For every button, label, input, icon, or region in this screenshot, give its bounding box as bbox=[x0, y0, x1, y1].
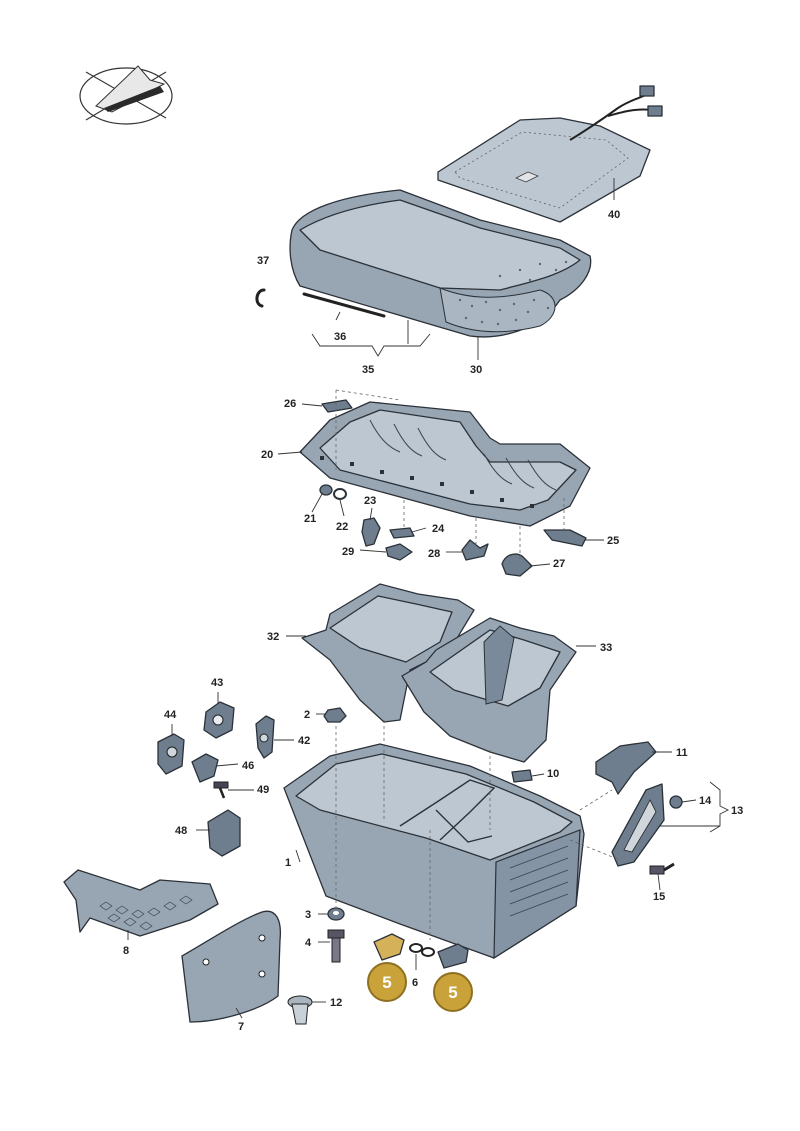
label-3: 3 bbox=[305, 909, 311, 921]
part-36-wire-rod bbox=[302, 292, 386, 318]
label-48: 48 bbox=[175, 825, 187, 837]
part-21-washer bbox=[319, 484, 333, 496]
part-3-washer bbox=[327, 907, 345, 921]
part-10-pad bbox=[511, 769, 533, 783]
label-32: 32 bbox=[267, 631, 279, 643]
label-27: 27 bbox=[553, 558, 565, 570]
label-28: 28 bbox=[428, 548, 440, 560]
label-6: 6 bbox=[412, 977, 418, 989]
label-30: 30 bbox=[470, 364, 482, 376]
part-25-bracket bbox=[543, 529, 587, 547]
label-29: 29 bbox=[342, 546, 354, 558]
label-21: 21 bbox=[304, 513, 316, 525]
label-14: 14 bbox=[699, 795, 712, 807]
part-22-washer bbox=[333, 488, 347, 500]
part-26-label-plate bbox=[321, 399, 353, 413]
compass-arrow-icon bbox=[79, 65, 173, 125]
label-49: 49 bbox=[257, 784, 269, 796]
part-7-cover-panel bbox=[181, 910, 282, 1023]
label-11: 11 bbox=[676, 747, 688, 759]
label-13: 13 bbox=[731, 805, 743, 817]
part-42-latch bbox=[255, 715, 275, 759]
part-12-expansion-rivet bbox=[287, 995, 313, 1025]
part-46-actuator bbox=[191, 753, 219, 783]
label-22: 22 bbox=[336, 521, 348, 533]
label-8: 8 bbox=[123, 945, 129, 957]
part-23-clip bbox=[361, 517, 381, 547]
part-labels: 40 37 36 35 30 26 20 21 22 23 24 25 29 2… bbox=[123, 209, 743, 1033]
part-37-clip bbox=[255, 288, 266, 308]
callout-5-left[interactable]: 5 bbox=[367, 962, 407, 1002]
part-27-clamp bbox=[501, 553, 533, 577]
part-11-bracket bbox=[595, 741, 657, 795]
leader-lines bbox=[127, 178, 730, 1019]
part-5-clip-a bbox=[373, 933, 405, 961]
label-12: 12 bbox=[330, 997, 342, 1009]
callout-5-right-text: 5 bbox=[448, 983, 457, 1002]
part-14-nut bbox=[669, 795, 683, 809]
part-33-tray-right bbox=[401, 617, 577, 763]
label-23: 23 bbox=[364, 495, 376, 507]
label-1: 1 bbox=[285, 857, 291, 869]
label-35: 35 bbox=[362, 364, 374, 376]
part-1-storage-box bbox=[283, 743, 585, 960]
label-4: 4 bbox=[305, 937, 312, 949]
part-2-nut bbox=[323, 707, 347, 723]
label-25: 25 bbox=[607, 535, 619, 547]
part-15-screw bbox=[649, 862, 675, 875]
part-40-seat-mat bbox=[437, 85, 663, 223]
part-49-screw bbox=[213, 781, 229, 799]
label-44: 44 bbox=[164, 709, 177, 721]
label-43: 43 bbox=[211, 677, 223, 689]
label-24: 24 bbox=[432, 523, 445, 535]
part-32-tray-left bbox=[301, 583, 475, 723]
part-43-housing bbox=[203, 701, 235, 739]
part-8-heat-shield bbox=[63, 869, 219, 937]
label-20: 20 bbox=[261, 449, 273, 461]
part-20-seat-frame bbox=[299, 401, 591, 527]
label-33: 33 bbox=[600, 642, 612, 654]
part-29-bracket bbox=[385, 543, 413, 561]
label-2: 2 bbox=[304, 709, 310, 721]
callout-5-right[interactable]: 5 bbox=[433, 972, 473, 1012]
part-4-bolt bbox=[327, 929, 345, 963]
assembly-guide-lines bbox=[335, 389, 621, 940]
part-6-clip bbox=[409, 943, 435, 957]
label-37: 37 bbox=[257, 255, 269, 267]
label-40: 40 bbox=[608, 209, 620, 221]
part-28-bracket bbox=[461, 539, 489, 561]
part-48-bracket bbox=[207, 809, 241, 857]
callout-5-left-text: 5 bbox=[382, 973, 391, 992]
label-7: 7 bbox=[238, 1021, 244, 1033]
label-26: 26 bbox=[284, 398, 296, 410]
label-46: 46 bbox=[242, 760, 254, 772]
label-10: 10 bbox=[547, 768, 559, 780]
part-30-seat-cushion bbox=[289, 189, 592, 338]
label-36: 36 bbox=[334, 331, 346, 343]
label-42: 42 bbox=[298, 735, 310, 747]
part-44-lock bbox=[157, 733, 185, 775]
part-13-trim-panel bbox=[611, 783, 665, 867]
part-5-clip-b bbox=[437, 943, 469, 969]
part-24-pad bbox=[389, 527, 415, 539]
label-15: 15 bbox=[653, 891, 665, 903]
